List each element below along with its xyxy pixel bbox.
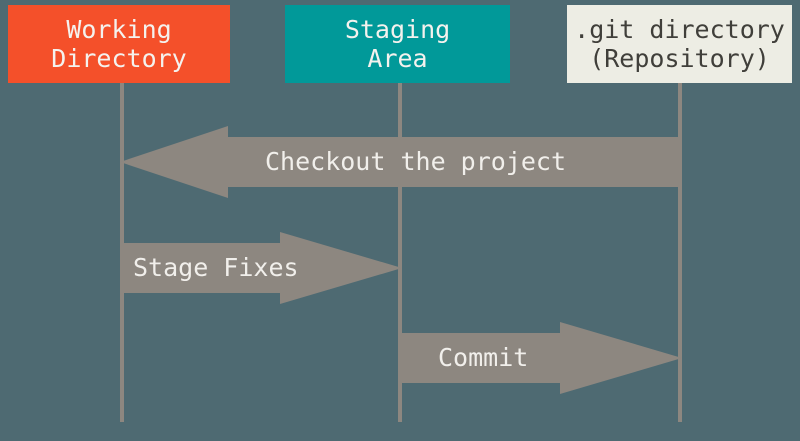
node-git-directory-line2: (Repository): [589, 44, 770, 73]
lifeline-staging-area: [398, 83, 402, 422]
node-staging-area-line1: Staging: [344, 14, 451, 44]
node-working-directory: Working Directory: [8, 5, 230, 83]
arrow-stage-fixes-label: Stage Fixes: [133, 253, 299, 282]
node-git-directory: .git directory (Repository): [567, 5, 792, 83]
arrow-stage-fixes: [120, 232, 402, 304]
arrow-commit: [400, 322, 682, 394]
arrow-commit-label: Commit: [438, 343, 529, 372]
arrow-checkout: [120, 126, 682, 198]
node-git-directory-line1: .git directory: [574, 14, 785, 44]
node-staging-area-line2: Area: [367, 44, 428, 73]
lifeline-git-directory: [678, 83, 682, 422]
node-staging-area: Staging Area: [285, 5, 510, 83]
arrow-checkout-shape: [120, 126, 682, 198]
arrow-stage-fixes-shape: [120, 232, 402, 304]
arrow-checkout-label: Checkout the project: [265, 147, 567, 176]
node-working-directory-line1: Working: [66, 14, 172, 44]
arrow-commit-shape: [400, 322, 682, 394]
node-working-directory-line2: Directory: [51, 44, 187, 73]
